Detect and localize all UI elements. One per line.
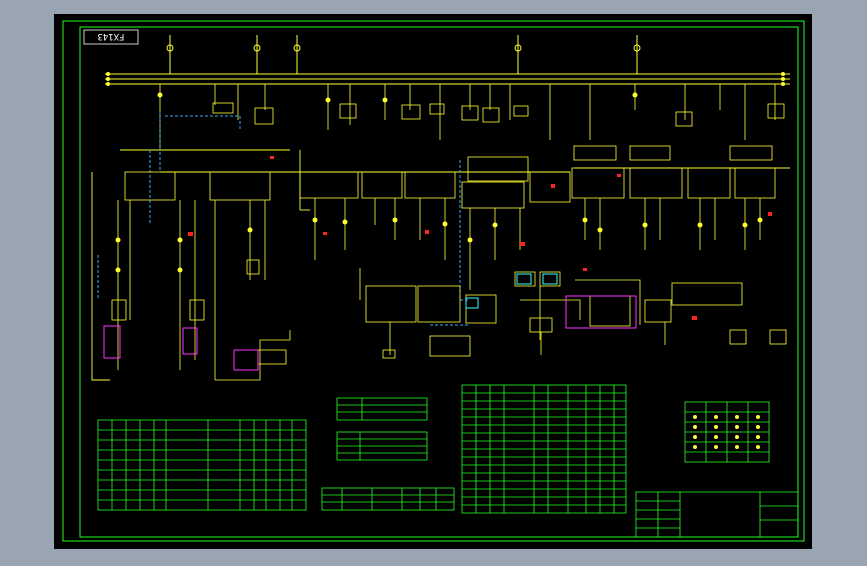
equipment-table-left bbox=[97, 419, 307, 511]
title-block bbox=[635, 491, 799, 538]
cyan-elements bbox=[465, 273, 558, 309]
bus-end-markers bbox=[106, 72, 785, 86]
inner-frame bbox=[79, 26, 799, 538]
right-middle-branch-circuits bbox=[461, 171, 581, 355]
red-markers bbox=[188, 156, 772, 320]
spec-tables-center bbox=[321, 397, 455, 511]
magenta-highlights bbox=[103, 295, 637, 371]
drawing-number: FX143 bbox=[97, 31, 124, 41]
drawing-background bbox=[54, 14, 812, 549]
legend-symbols bbox=[693, 415, 760, 449]
left-branch-circuits bbox=[111, 171, 291, 381]
incoming-feeders bbox=[166, 35, 641, 74]
outer-frame bbox=[62, 20, 805, 542]
legend-table bbox=[684, 401, 770, 463]
component-dots bbox=[115, 92, 763, 273]
drawing-number-box bbox=[83, 29, 139, 45]
equipment-table-center bbox=[461, 384, 627, 514]
main-bus bbox=[105, 73, 790, 85]
upper-components bbox=[212, 102, 785, 182]
